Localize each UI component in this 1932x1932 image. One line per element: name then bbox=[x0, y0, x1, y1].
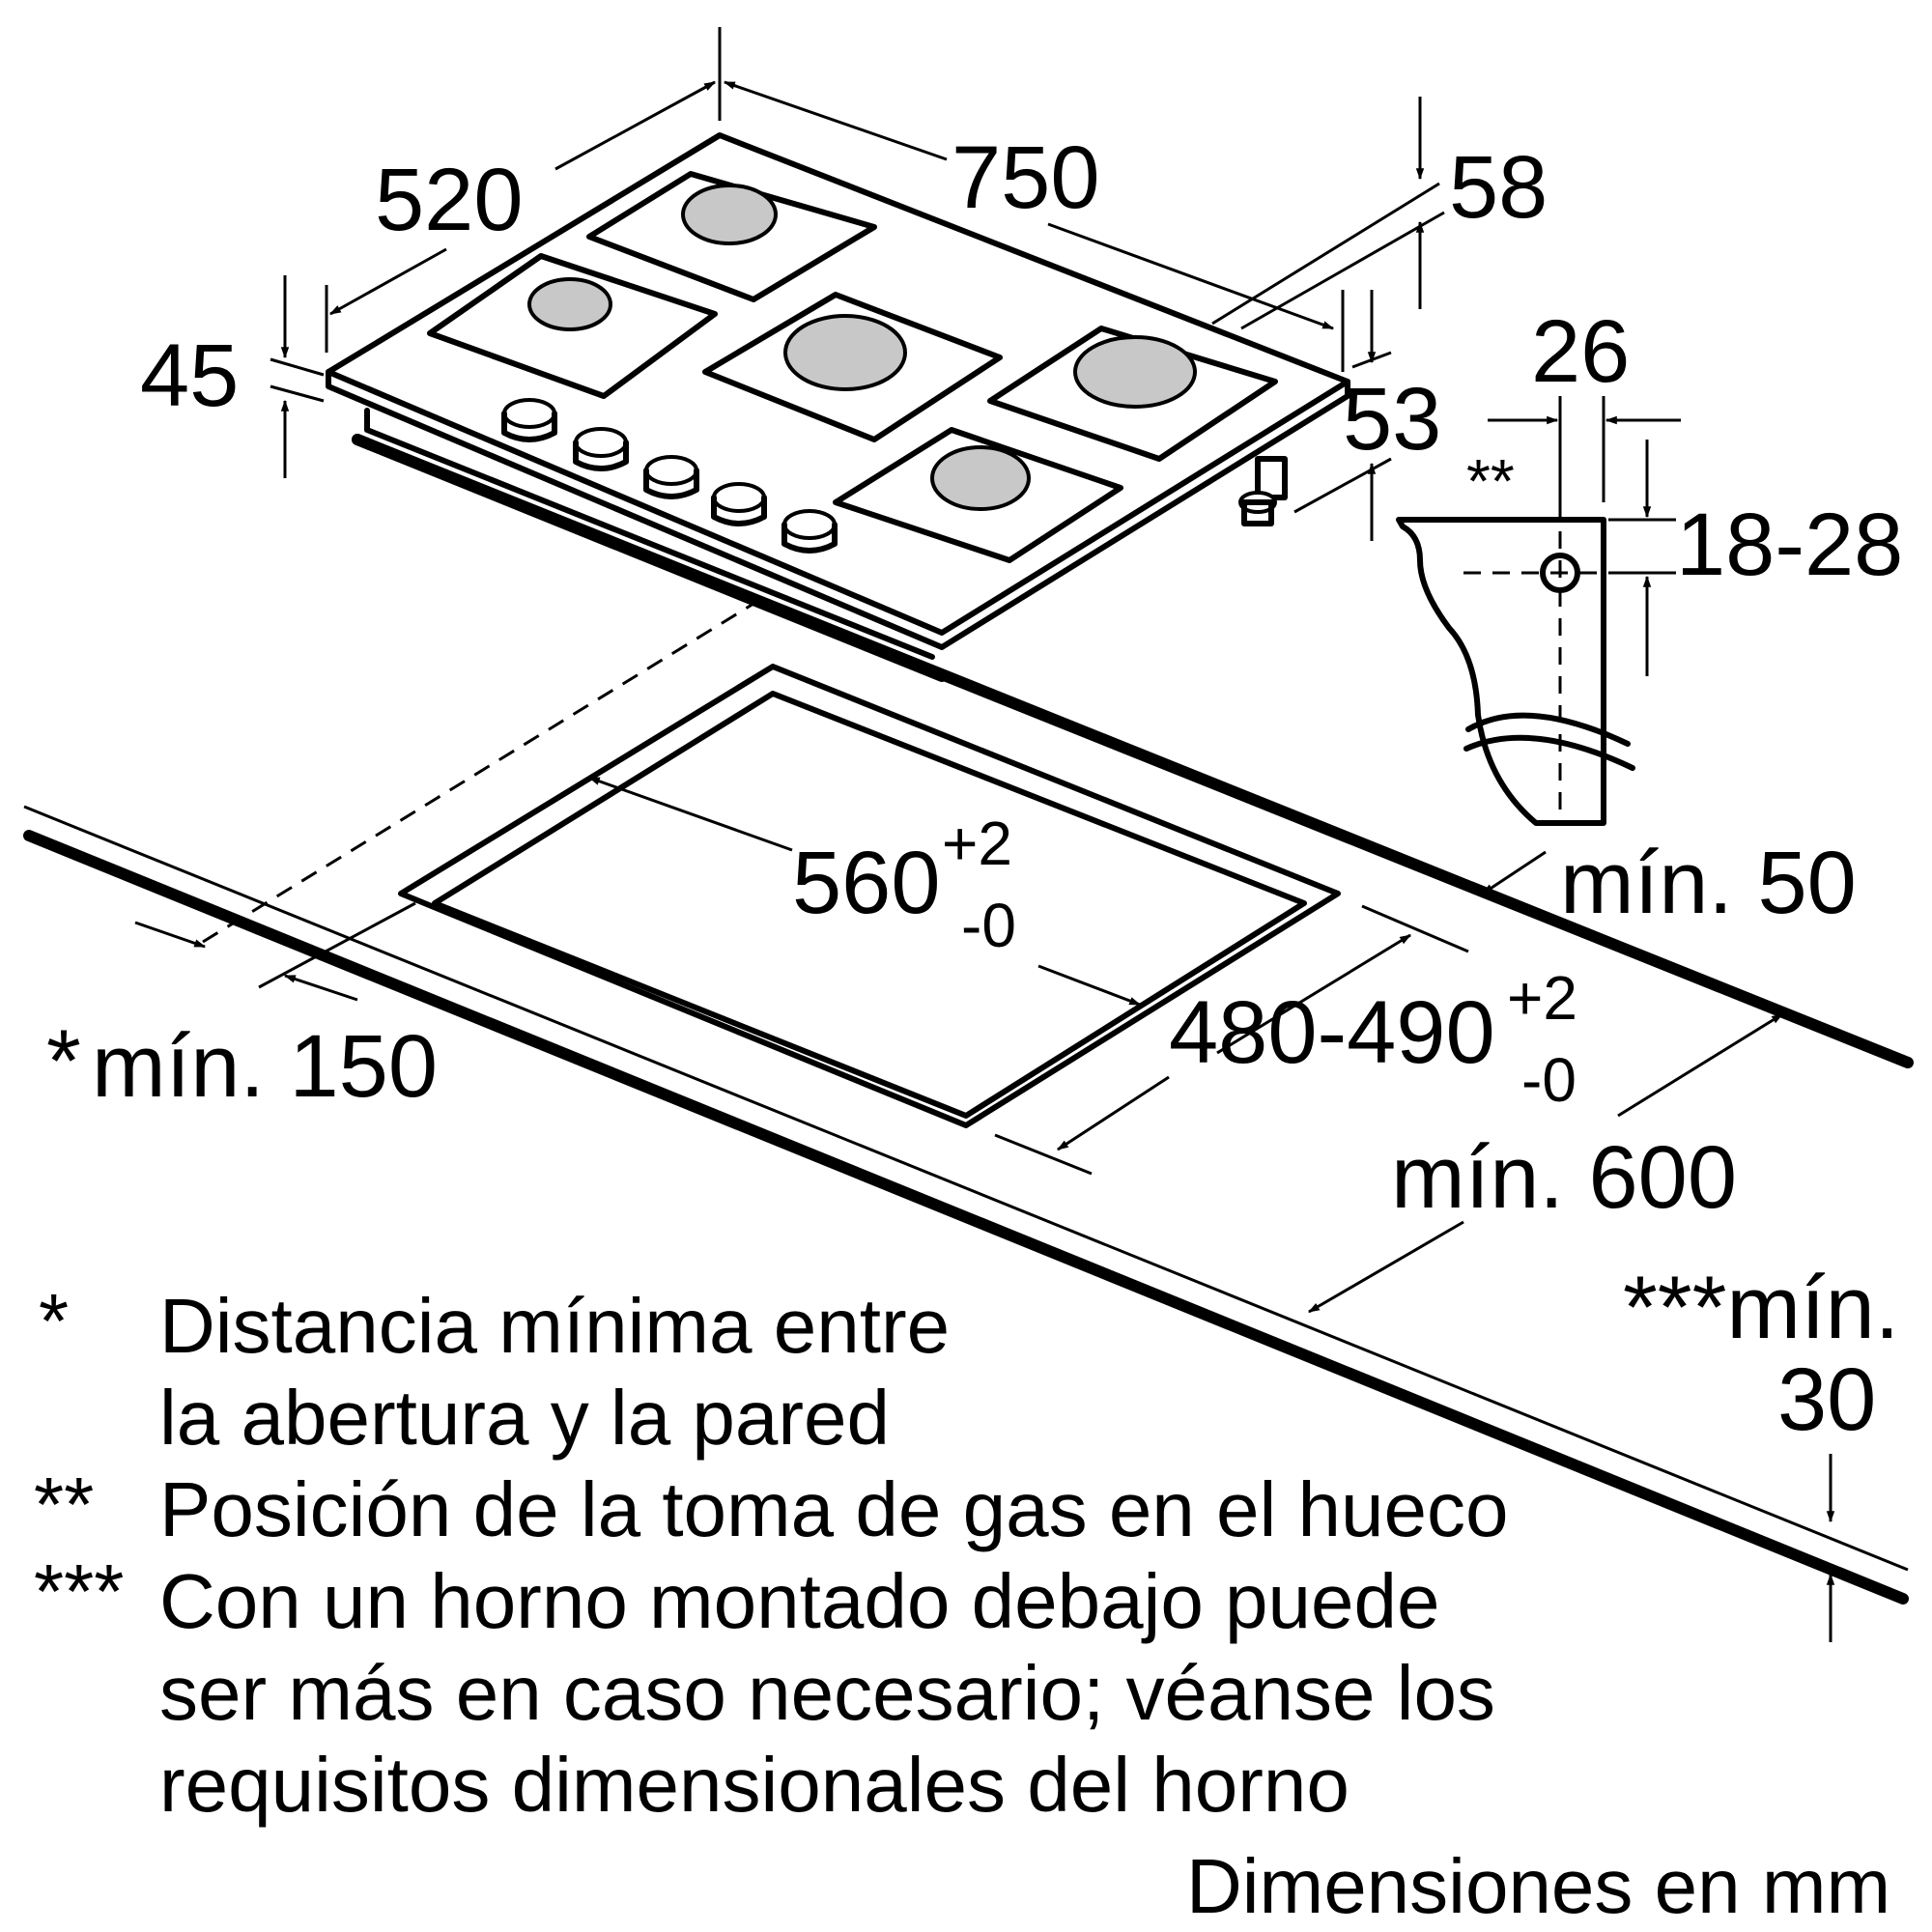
note-3-marker: *** bbox=[34, 1548, 124, 1634]
burner-center bbox=[783, 314, 907, 391]
note-3-line-3: requisitos dimensionales del horno bbox=[159, 1742, 1350, 1828]
grate-front-left bbox=[427, 253, 718, 399]
footnotes: * Distancia mínima entre la abertura y l… bbox=[34, 1278, 1508, 1828]
cutout-outline bbox=[202, 602, 1341, 1128]
dim-min-600: mín. 600 bbox=[1391, 1128, 1737, 1227]
burner-front-right bbox=[930, 445, 1031, 511]
dim-18-28: 18-28 bbox=[1676, 496, 1903, 594]
dim-45: 45 bbox=[140, 327, 239, 425]
note-2-marker: ** bbox=[34, 1462, 94, 1548]
burner-back-left bbox=[681, 184, 778, 245]
note-1-marker: * bbox=[39, 1278, 69, 1364]
cooktop bbox=[326, 132, 1350, 682]
dim-min-30-label: ***mín. bbox=[1623, 1259, 1899, 1357]
dim-750: 750 bbox=[952, 128, 1100, 227]
dim-520: 520 bbox=[375, 151, 524, 249]
grate-front-right bbox=[833, 427, 1123, 563]
dim-min-150: mín. 150 bbox=[92, 1017, 438, 1116]
dim-560-tol-plus: +2 bbox=[942, 809, 1012, 878]
units-label: Dimensiones en mm bbox=[1186, 1843, 1890, 1929]
dim-min-150-star: * bbox=[46, 1012, 81, 1111]
dim-min-30-value: 30 bbox=[1777, 1350, 1876, 1449]
gas-inlet-detail bbox=[1396, 396, 1681, 826]
grate-back-left bbox=[586, 171, 877, 302]
gas-connector bbox=[1238, 456, 1288, 526]
dim-480-490-tol-plus: +2 bbox=[1507, 963, 1577, 1033]
dimension-lines bbox=[134, 27, 1835, 1642]
knobs bbox=[501, 398, 838, 554]
grate-right bbox=[987, 326, 1278, 462]
dim-gas-double-star: ** bbox=[1466, 446, 1515, 516]
dim-480-490: 480-490 bbox=[1169, 983, 1495, 1082]
note-2-line-1: Posición de la toma de gas en el hueco bbox=[159, 1466, 1508, 1552]
note-1-line-1: Distancia mínima entre bbox=[159, 1283, 950, 1369]
dim-480-490-tol-minus: -0 bbox=[1521, 1045, 1577, 1115]
dim-58: 58 bbox=[1449, 138, 1548, 237]
burner-front-left bbox=[527, 277, 612, 331]
note-3-line-1: Con un horno montado debajo puede bbox=[159, 1558, 1440, 1644]
dim-560: 560 bbox=[792, 834, 941, 932]
note-1-line-2: la abertura y la pared bbox=[159, 1375, 890, 1461]
dim-26: 26 bbox=[1531, 302, 1630, 401]
burner-right bbox=[1073, 335, 1197, 409]
note-3-line-2: ser más en caso necesario; véanse los bbox=[159, 1650, 1495, 1736]
dim-560-tol-minus: -0 bbox=[961, 891, 1016, 960]
dim-min-50: mín. 50 bbox=[1560, 834, 1857, 932]
grate-center bbox=[702, 292, 1003, 442]
dim-53: 53 bbox=[1343, 370, 1441, 469]
